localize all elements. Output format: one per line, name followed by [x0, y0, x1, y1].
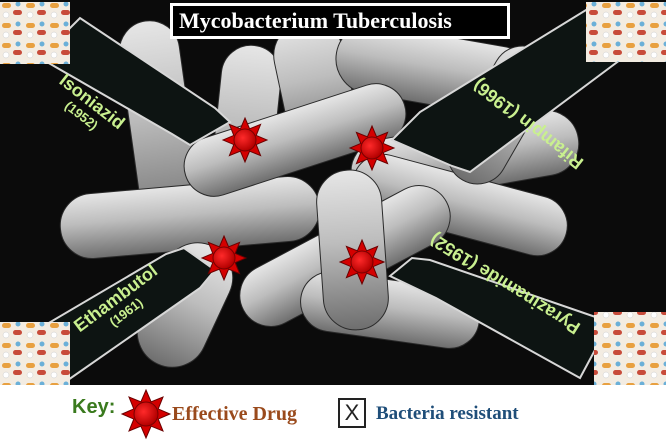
effective-drug-star-icon [338, 238, 386, 286]
bacteria-scene [0, 0, 666, 385]
arrow-pyrazinamide [388, 256, 612, 380]
legend-key-label: Key: [72, 396, 116, 418]
pill-image [586, 2, 666, 62]
pill-image [0, 2, 70, 64]
effective-drug-star-icon [221, 116, 269, 164]
pill-image [0, 322, 70, 385]
resistant-x-icon: X [338, 398, 366, 428]
legend-resistant-label: Bacteria resistant [376, 403, 519, 424]
effective-drug-star-icon [120, 388, 172, 440]
arrow-callouts [28, 8, 630, 382]
effective-drug-star-icon [120, 388, 172, 440]
effective-drug-markers [200, 116, 396, 286]
rod [183, 83, 407, 197]
pill-images [0, 2, 666, 385]
diagram-title: Mycobacterium Tuberculosis [170, 3, 510, 39]
effective-drug-star-icon [200, 234, 248, 282]
legend: Key: Effective Drug X Bacteria resistant [0, 385, 666, 446]
effective-drug-star-icon [348, 124, 396, 172]
legend-effective-label: Effective Drug [172, 403, 297, 425]
arrow-isoniazid [38, 16, 232, 147]
pill-image [594, 312, 666, 385]
